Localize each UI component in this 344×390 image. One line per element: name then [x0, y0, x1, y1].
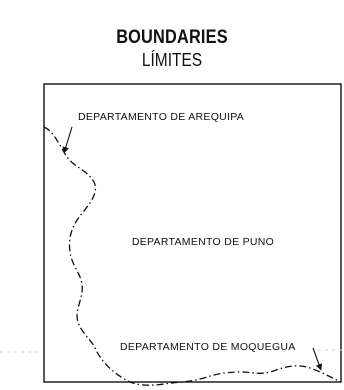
- map-frame: [43, 83, 342, 383]
- label-moquegua: DEPARTAMENTO DE MOQUEGUA: [120, 341, 296, 353]
- label-puno: DEPARTAMENTO DE PUNO: [132, 236, 274, 248]
- arequipa-leader-arrow: [62, 126, 73, 154]
- legend-title: BOUNDARIES: [116, 27, 228, 48]
- label-arequipa: DEPARTAMENTO DE AREQUIPA: [78, 111, 244, 123]
- moquegua-leader-arrow: [312, 347, 323, 371]
- legend-subtitle: LÍMITES: [141, 50, 203, 70]
